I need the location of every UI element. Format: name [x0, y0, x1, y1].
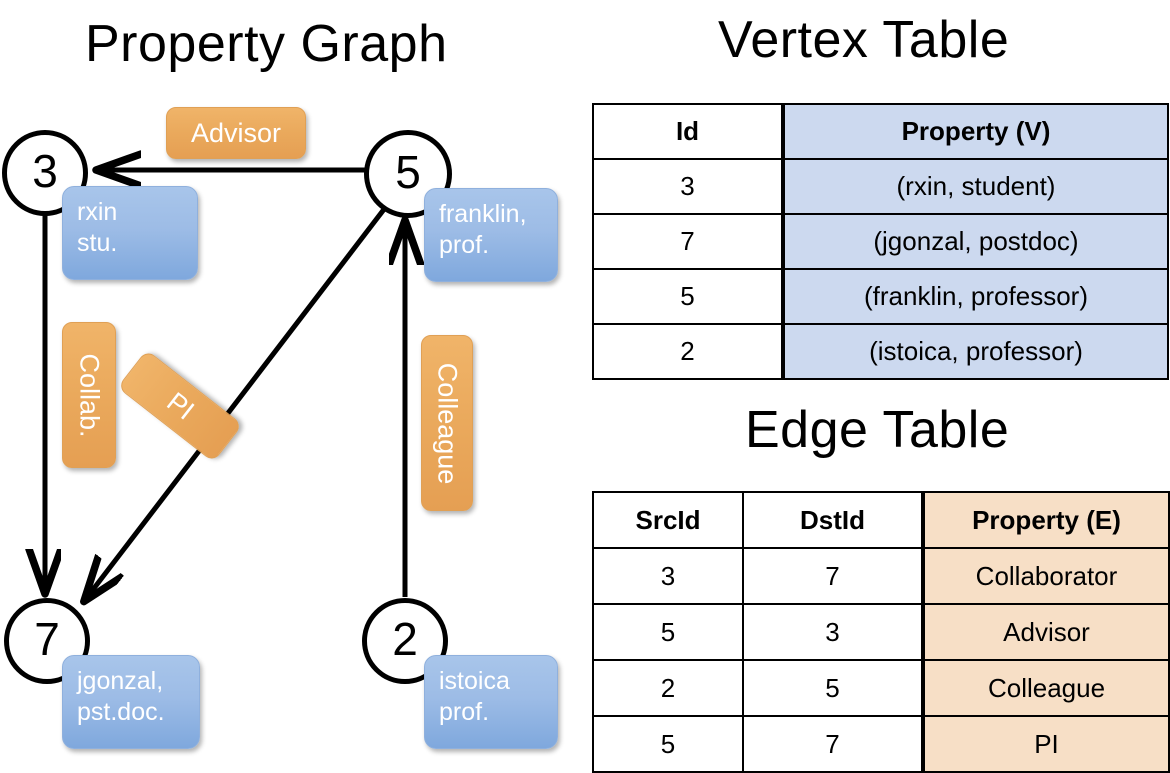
vertex-circle-5[interactable]: 5: [364, 130, 452, 218]
table-row: 7 (jgonzal, postdoc): [592, 213, 1169, 270]
edge-table-header-property: Property (E): [921, 491, 1170, 549]
vertex-table: Id Property (V) 3 (rxin, student) 7 (jgo…: [592, 103, 1169, 380]
vertex-id-3: 3: [32, 145, 58, 197]
vertex-id-5: 5: [395, 146, 421, 198]
page-title-vertex-table: Vertex Table: [718, 11, 1010, 69]
edge-row-0-src: 3: [592, 547, 744, 605]
vertex-property-name-2: istoica: [439, 667, 510, 695]
edge-label-advisor: Advisor: [166, 107, 306, 159]
vertex-table-header-property: Property (V): [781, 103, 1169, 160]
edge-label-collab: Collab.: [62, 322, 116, 468]
graph-edges-svg: [0, 0, 585, 760]
vertex-row-0-id: 3: [592, 158, 784, 215]
edge-label-advisor-text: Advisor: [190, 117, 282, 148]
edge-table-header-dstid: DstId: [742, 491, 924, 549]
edge-row-0-property: Collaborator: [921, 547, 1170, 605]
edge-row-2-src: 2: [592, 659, 744, 717]
edge-row-3-src: 5: [592, 715, 744, 773]
vertex-row-2-id: 5: [592, 268, 784, 325]
edge-row-3-property: PI: [921, 715, 1170, 773]
table-row: 5 3 Advisor: [592, 603, 1170, 661]
edge-row-1-src: 5: [592, 603, 744, 661]
edge-label-collab-text: Collab.: [74, 352, 105, 438]
vertex-property-box-7: jgonzal, pst.doc.: [62, 655, 200, 749]
edge-row-1-property: Advisor: [921, 603, 1170, 661]
vertex-property-name-7: jgonzal,: [77, 667, 164, 695]
edge-label-colleague: Colleague: [421, 335, 473, 511]
table-row: 3 7 Collaborator: [592, 547, 1170, 605]
edge-table-header-srcid: SrcId: [592, 491, 744, 549]
edge-table: SrcId DstId Property (E) 3 7 Collaborato…: [592, 491, 1170, 773]
table-row: 3 (rxin, student): [592, 158, 1169, 215]
vertex-property-role-2: prof.: [439, 697, 490, 726]
vertex-row-2-property: (franklin, professor): [781, 268, 1169, 325]
vertex-property-box-2: istoica prof.: [424, 655, 558, 749]
edge-row-2-dst: 5: [742, 659, 924, 717]
table-row: 5 (franklin, professor): [592, 268, 1169, 325]
vertex-circle-2[interactable]: 2: [362, 598, 448, 684]
edge-row-0-dst: 7: [742, 547, 924, 605]
table-row: 5 7 PI: [592, 715, 1170, 773]
vertex-row-1-id: 7: [592, 213, 784, 270]
vertex-row-3-id: 2: [592, 323, 784, 380]
page-title-edge-table: Edge Table: [745, 401, 1010, 459]
table-row: 2 (istoica, professor): [592, 323, 1169, 380]
vertex-table-header-row: Id Property (V): [592, 103, 1169, 160]
vertex-table-header-id: Id: [592, 103, 784, 160]
property-graph-panel: Property Graph: [0, 0, 585, 760]
vertex-row-1-property: (jgonzal, postdoc): [781, 213, 1169, 270]
page-title-property-graph: Property Graph: [85, 15, 448, 73]
vertex-property-role-3: stu.: [77, 228, 118, 257]
vertex-row-0-property: (rxin, student): [781, 158, 1169, 215]
vertex-property-box-3: rxin stu.: [62, 186, 198, 280]
edge-table-header-row: SrcId DstId Property (E): [592, 491, 1170, 549]
vertex-row-3-property: (istoica, professor): [781, 323, 1169, 380]
vertex-property-role-7: pst.doc.: [77, 697, 165, 726]
edge-label-pi-text: PI: [161, 385, 200, 426]
vertex-property-box-5: franklin, prof.: [424, 188, 558, 282]
edge-label-colleague-text: Colleague: [432, 362, 463, 484]
vertex-id-7: 7: [34, 613, 60, 665]
edge-arrow-pi: [85, 206, 387, 600]
table-row: 2 5 Colleague: [592, 659, 1170, 717]
edge-row-2-property: Colleague: [921, 659, 1170, 717]
vertex-property-name-3: rxin: [77, 198, 118, 226]
vertex-id-2: 2: [392, 613, 418, 665]
edge-row-1-dst: 3: [742, 603, 924, 661]
edge-row-3-dst: 7: [742, 715, 924, 773]
vertex-property-name-5: franklin,: [439, 200, 527, 228]
vertex-property-role-5: prof.: [439, 230, 490, 259]
